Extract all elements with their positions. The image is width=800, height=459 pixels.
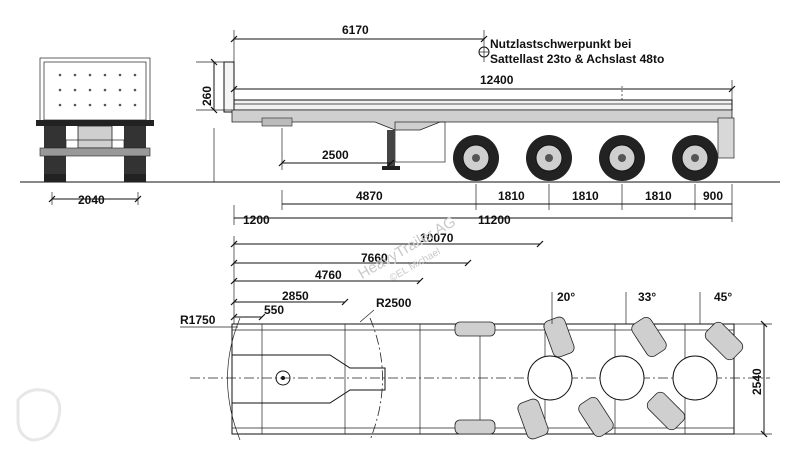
- note-line1: Nutzlastschwerpunkt bei: [490, 37, 631, 51]
- watermark-logo: [16, 388, 62, 442]
- dim-550: 550: [264, 303, 284, 317]
- dim-12400: 12400: [480, 73, 514, 87]
- angle-45: 45°: [714, 290, 732, 304]
- rear-view: 2040: [36, 57, 154, 207]
- r1750-label: R1750: [180, 313, 216, 327]
- dim-2850: 2850: [282, 289, 309, 303]
- dim-900: 900: [703, 189, 723, 203]
- dim-2040: 2040: [78, 193, 105, 207]
- angle-33: 33°: [638, 290, 656, 304]
- dim-2500: 2500: [322, 148, 349, 162]
- r2500-label: R2500: [376, 296, 412, 310]
- dim-1200: 1200: [243, 213, 270, 227]
- steering-wheels: [454, 316, 744, 440]
- dim-4760: 4760: [315, 268, 342, 282]
- dim-2540: 2540: [750, 368, 764, 395]
- axle-wheels: [453, 135, 718, 181]
- dim-4870: 4870: [356, 189, 383, 203]
- dim-6170: 6170: [342, 23, 369, 37]
- angle-20: 20°: [557, 290, 575, 304]
- top-view: 10070 7660 4760 2850 550 R1750 R2500 20°…: [180, 231, 772, 441]
- side-view: 6170 Nutzlastschwerpunkt bei Sattellast …: [196, 23, 736, 227]
- dim-11200: 11200: [478, 213, 511, 227]
- dim-260: 260: [200, 86, 214, 106]
- dim-1810-a: 1810: [498, 189, 525, 203]
- dim-7660: 7660: [361, 251, 388, 265]
- note-line2: Sattellast 23to & Achslast 48to: [490, 52, 664, 66]
- dim-1810-b: 1810: [572, 189, 599, 203]
- dim-1810-c: 1810: [645, 189, 672, 203]
- dim-10070: 10070: [420, 231, 454, 245]
